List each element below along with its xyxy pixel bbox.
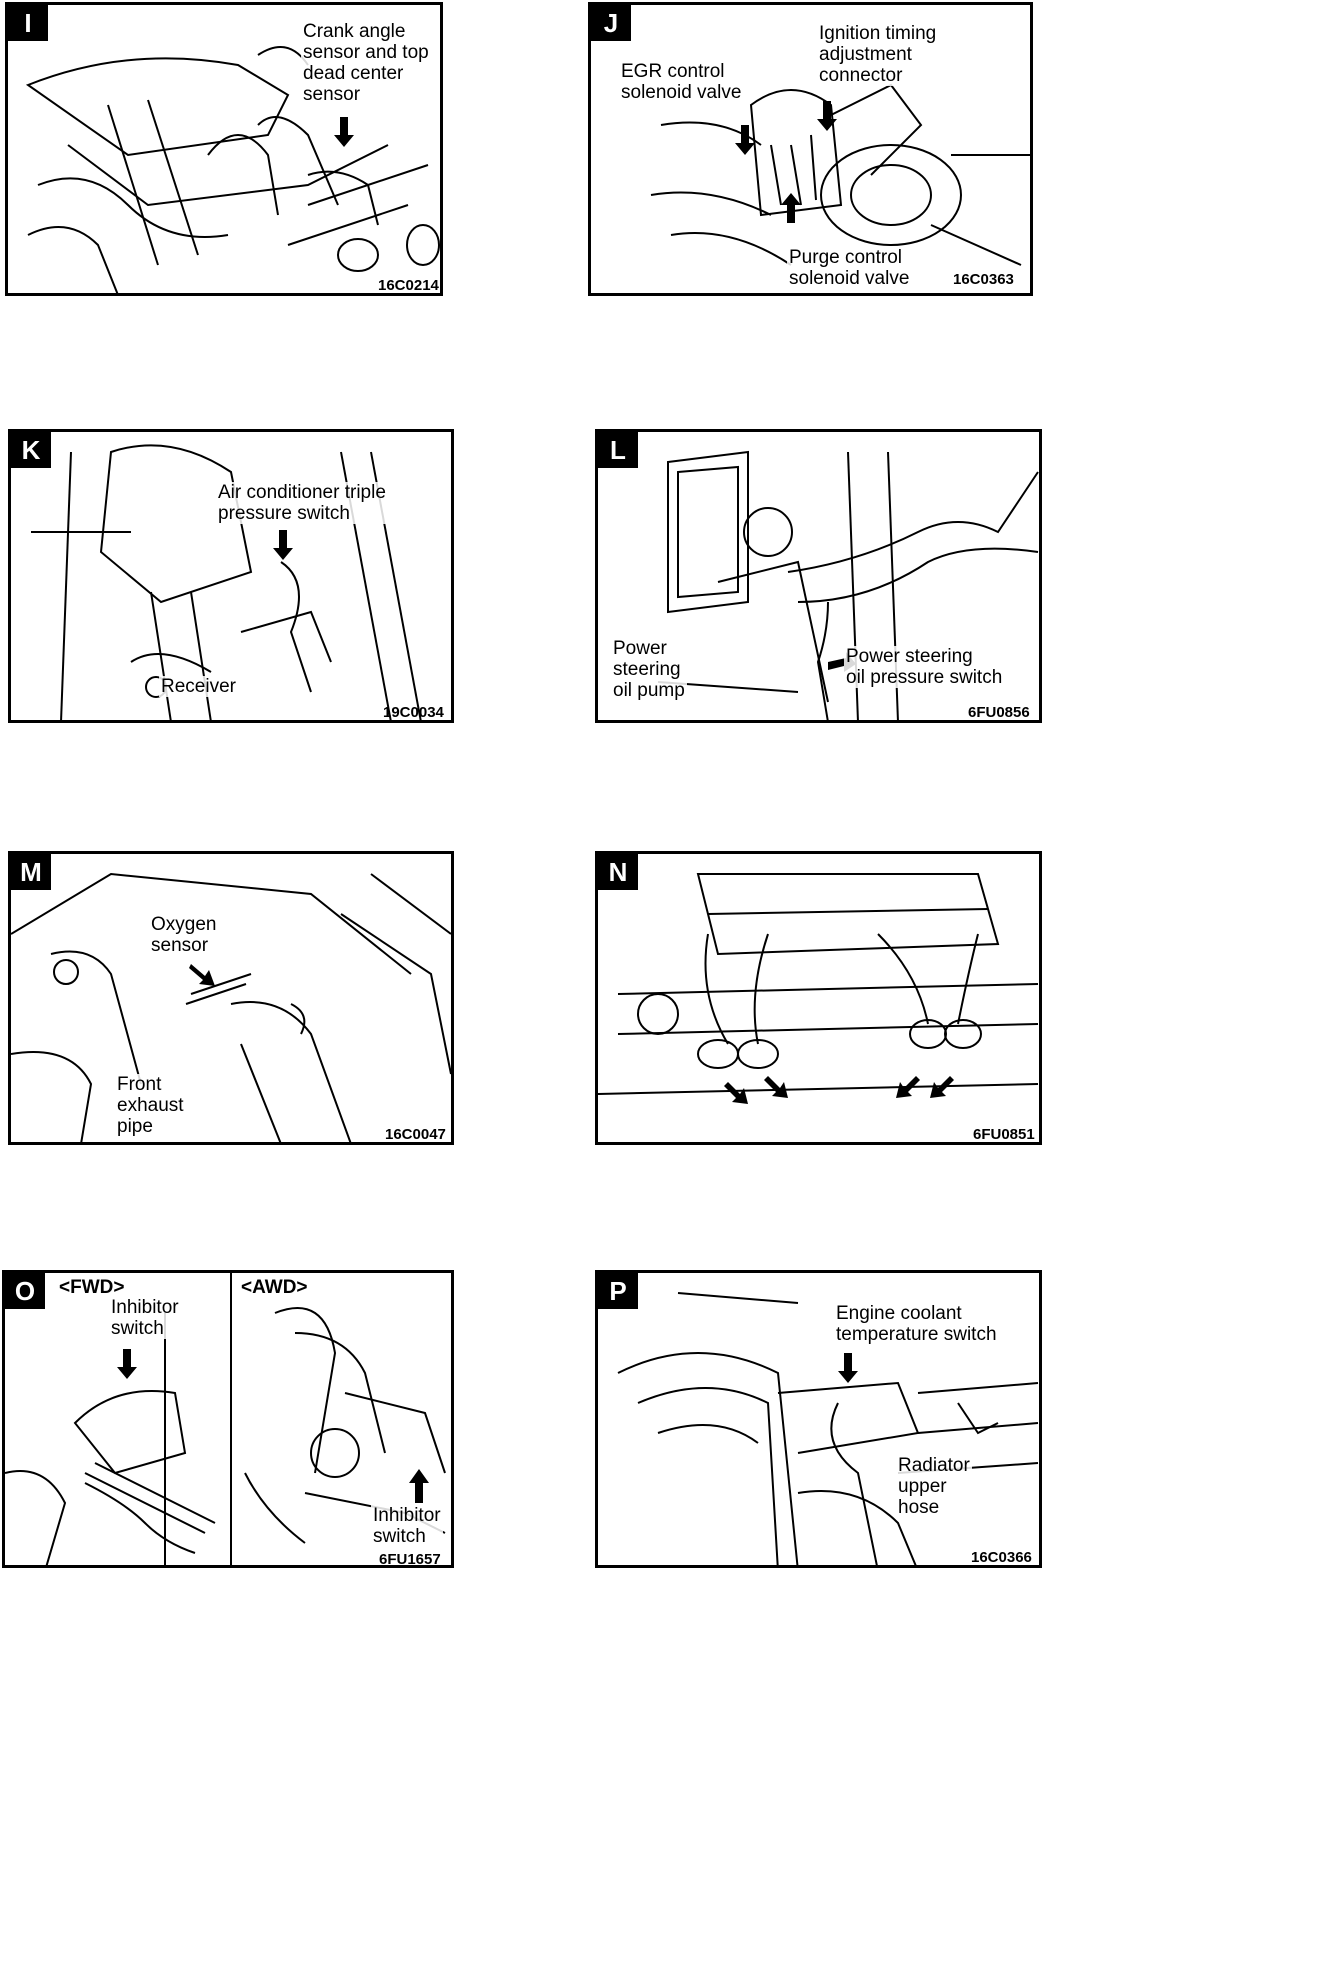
panel-letter: O [5, 1273, 45, 1309]
panel-n: N 6FU0851 [595, 851, 1042, 1145]
engine-illustration [11, 872, 451, 1142]
panel-letter: L [598, 432, 638, 468]
fwd-label: <FWD> [57, 1277, 127, 1299]
panel-letter: K [11, 432, 51, 468]
figure-code: 19C0034 [383, 704, 444, 721]
figure-code: 6FU0851 [973, 1126, 1035, 1143]
engine-illustration [657, 450, 1039, 720]
engine-illustration [650, 83, 1030, 266]
figure-code: 16C0214 [378, 277, 439, 294]
panel-letter: J [591, 5, 631, 41]
panel-letter: I [8, 5, 48, 41]
panel-letter: M [11, 854, 51, 890]
figure-code: 16C0363 [953, 271, 1014, 288]
figure-code: 6FU0856 [968, 704, 1030, 721]
engine-illustration [617, 1292, 1039, 1565]
receiver-label: Receiver [159, 676, 238, 697]
panel-letter: P [598, 1273, 638, 1309]
awd-label: <AWD> [239, 1277, 310, 1299]
figure-code: 16C0047 [385, 1126, 446, 1143]
panel-letter: N [598, 854, 638, 890]
figure-code: 6FU1657 [379, 1551, 441, 1568]
figure-code: 16C0366 [971, 1549, 1032, 1566]
transmission-illustration [5, 1273, 446, 1565]
engine-illustration [598, 873, 1039, 1104]
